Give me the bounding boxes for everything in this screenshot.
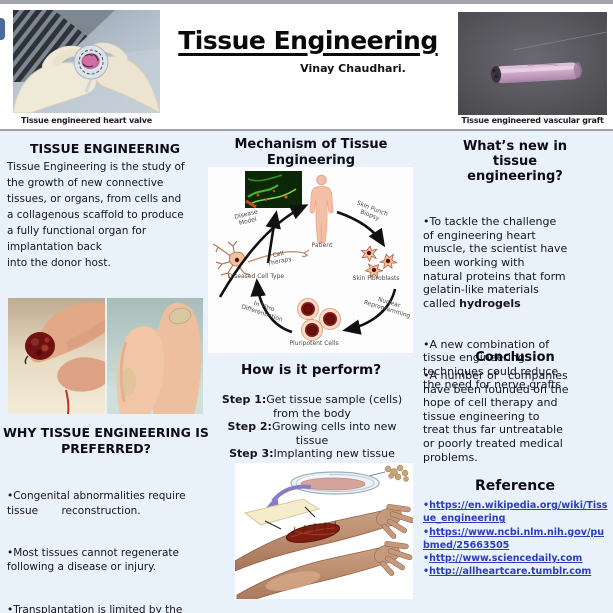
mechanism-diagram: Disease Model Cell Therapy Patient Skin … xyxy=(208,167,413,353)
poster-body: TISSUE ENGINEERING Tissue Engineering is… xyxy=(0,131,613,613)
why-bullets: •Congenital abnormalities require tissue… xyxy=(7,461,213,613)
reference-link-ncbi[interactable]: https://www.ncbi.nlm.nih.gov/pubmed/2566… xyxy=(423,526,604,551)
label-patient: Patient xyxy=(311,242,333,249)
step-2: Step 2:Growing cells into new tissue xyxy=(212,420,412,447)
top-border xyxy=(0,0,613,4)
why-bullet-1: •Congenital abnormalities require tissue… xyxy=(7,490,186,517)
skin-graft-illustration xyxy=(234,463,415,607)
reference-heading: Reference xyxy=(474,478,556,494)
how-steps: Step 1:Get tissue sample (cells) from th… xyxy=(212,393,412,461)
title-block: Tissue Engineering Vinay Chaudhari. xyxy=(158,26,458,75)
vascular-graft-photo xyxy=(458,12,607,115)
healed-arm xyxy=(236,541,413,607)
mechanism-heading: Mechanism of Tissue Engineering xyxy=(234,137,388,168)
wounded-arm xyxy=(234,504,415,572)
heart-valve-photo xyxy=(13,10,160,113)
bullet-glyph: • xyxy=(423,553,430,565)
header: Tissue engineered heart valve Tissue Eng… xyxy=(0,4,613,131)
step-3-text: Implanting new tissue xyxy=(273,447,395,460)
bullet-glyph: • xyxy=(423,566,430,578)
finger-regeneration-photo xyxy=(8,298,203,414)
reference-item: •http://www.sciencedaily.com xyxy=(423,552,609,565)
conclusion-heading: Conclusion xyxy=(475,350,555,365)
whats-new-bullet-2: •A new combination of tissue engineering… xyxy=(423,337,562,392)
heart-valve-caption: Tissue engineered heart valve xyxy=(21,116,152,125)
whats-new-text: •To tackle the challenge of engineering … xyxy=(423,188,611,419)
intro-text: Tissue Engineering is the study of the g… xyxy=(7,161,185,269)
intro-heading: TISSUE ENGINEERING xyxy=(29,141,181,156)
reference-item: •https://en.wikipedia.org/wiki/Tissue_en… xyxy=(423,499,609,526)
conclusion-text: •A number of companies have been founded… xyxy=(423,369,569,464)
vascular-graft-caption: Tissue engineered vascular graft xyxy=(461,116,604,125)
cells-cluster xyxy=(384,464,409,482)
finger-photos-illustration xyxy=(8,298,203,414)
why-bullet-2: •Most tissues cannot regenerate followin… xyxy=(7,547,180,574)
neuron-figure xyxy=(212,240,310,280)
petri-dish xyxy=(290,471,380,495)
why-heading: WHY TISSUE ENGINEERING IS PREFERRED? xyxy=(3,425,209,456)
step-2-text: Growing cells into new tissue xyxy=(271,420,397,447)
label-diseased-cell-type: Diseased Cell Type xyxy=(227,273,285,280)
whats-new-bullet-1-text: •To tackle the challenge of engineering … xyxy=(423,215,568,310)
step-1-label: Step 1: xyxy=(221,393,267,406)
label-skin-fibroblasts: Skin Fibroblasts xyxy=(352,275,400,282)
hydrogels-term: hydrogels xyxy=(459,296,521,310)
how-heading: How is it perform? xyxy=(240,362,382,378)
mechanism-diagram-graphics xyxy=(212,171,398,341)
author-name: Vinay Chaudhari. xyxy=(300,62,406,75)
reference-item: •http://allheartcare.tumblr.com xyxy=(423,565,609,578)
graft-patch xyxy=(243,498,321,526)
skin-graft-graphics xyxy=(234,463,415,607)
fibroblast-cells xyxy=(360,245,398,280)
reference-list: •https://en.wikipedia.org/wiki/Tissue_en… xyxy=(423,499,609,579)
bullet-glyph: • xyxy=(423,500,430,511)
patient-figure xyxy=(309,174,334,244)
reference-link-wikipedia[interactable]: https://en.wikipedia.org/wiki/Tissue_eng… xyxy=(423,500,608,525)
reference-link-allheartcare[interactable]: http://allheartcare.tumblr.com xyxy=(429,566,592,578)
whats-new-heading: What’s new in tissue engineering? xyxy=(462,139,568,184)
why-bullet-3: •Transplantation is limited by the scarc… xyxy=(7,604,183,613)
label-pluripotent-cells: Pluripotent Cells xyxy=(289,340,339,347)
heart-valve-illustration xyxy=(13,10,160,113)
step-3: Step 3:Implanting new tissue xyxy=(212,447,412,461)
reference-item: •https://www.ncbi.nlm.nih.gov/pubmed/256… xyxy=(423,526,609,553)
bullet-glyph: • xyxy=(423,526,430,538)
reference-link-sciencedaily[interactable]: http://www.sciencedaily.com xyxy=(429,553,583,565)
step-1: Step 1:Get tissue sample (cells) from th… xyxy=(212,393,412,420)
vascular-graft-illustration xyxy=(458,12,607,115)
page-title: Tissue Engineering xyxy=(178,26,438,55)
step-1-text: Get tissue sample (cells) from the body xyxy=(266,393,403,420)
step-2-label: Step 2: xyxy=(227,420,272,433)
edge-decoration xyxy=(0,18,5,40)
step-3-label: Step 3: xyxy=(229,447,274,460)
whats-new-bullet-1: •To tackle the challenge of engineering … xyxy=(423,215,611,310)
pluripotent-cells-figure xyxy=(297,298,341,341)
